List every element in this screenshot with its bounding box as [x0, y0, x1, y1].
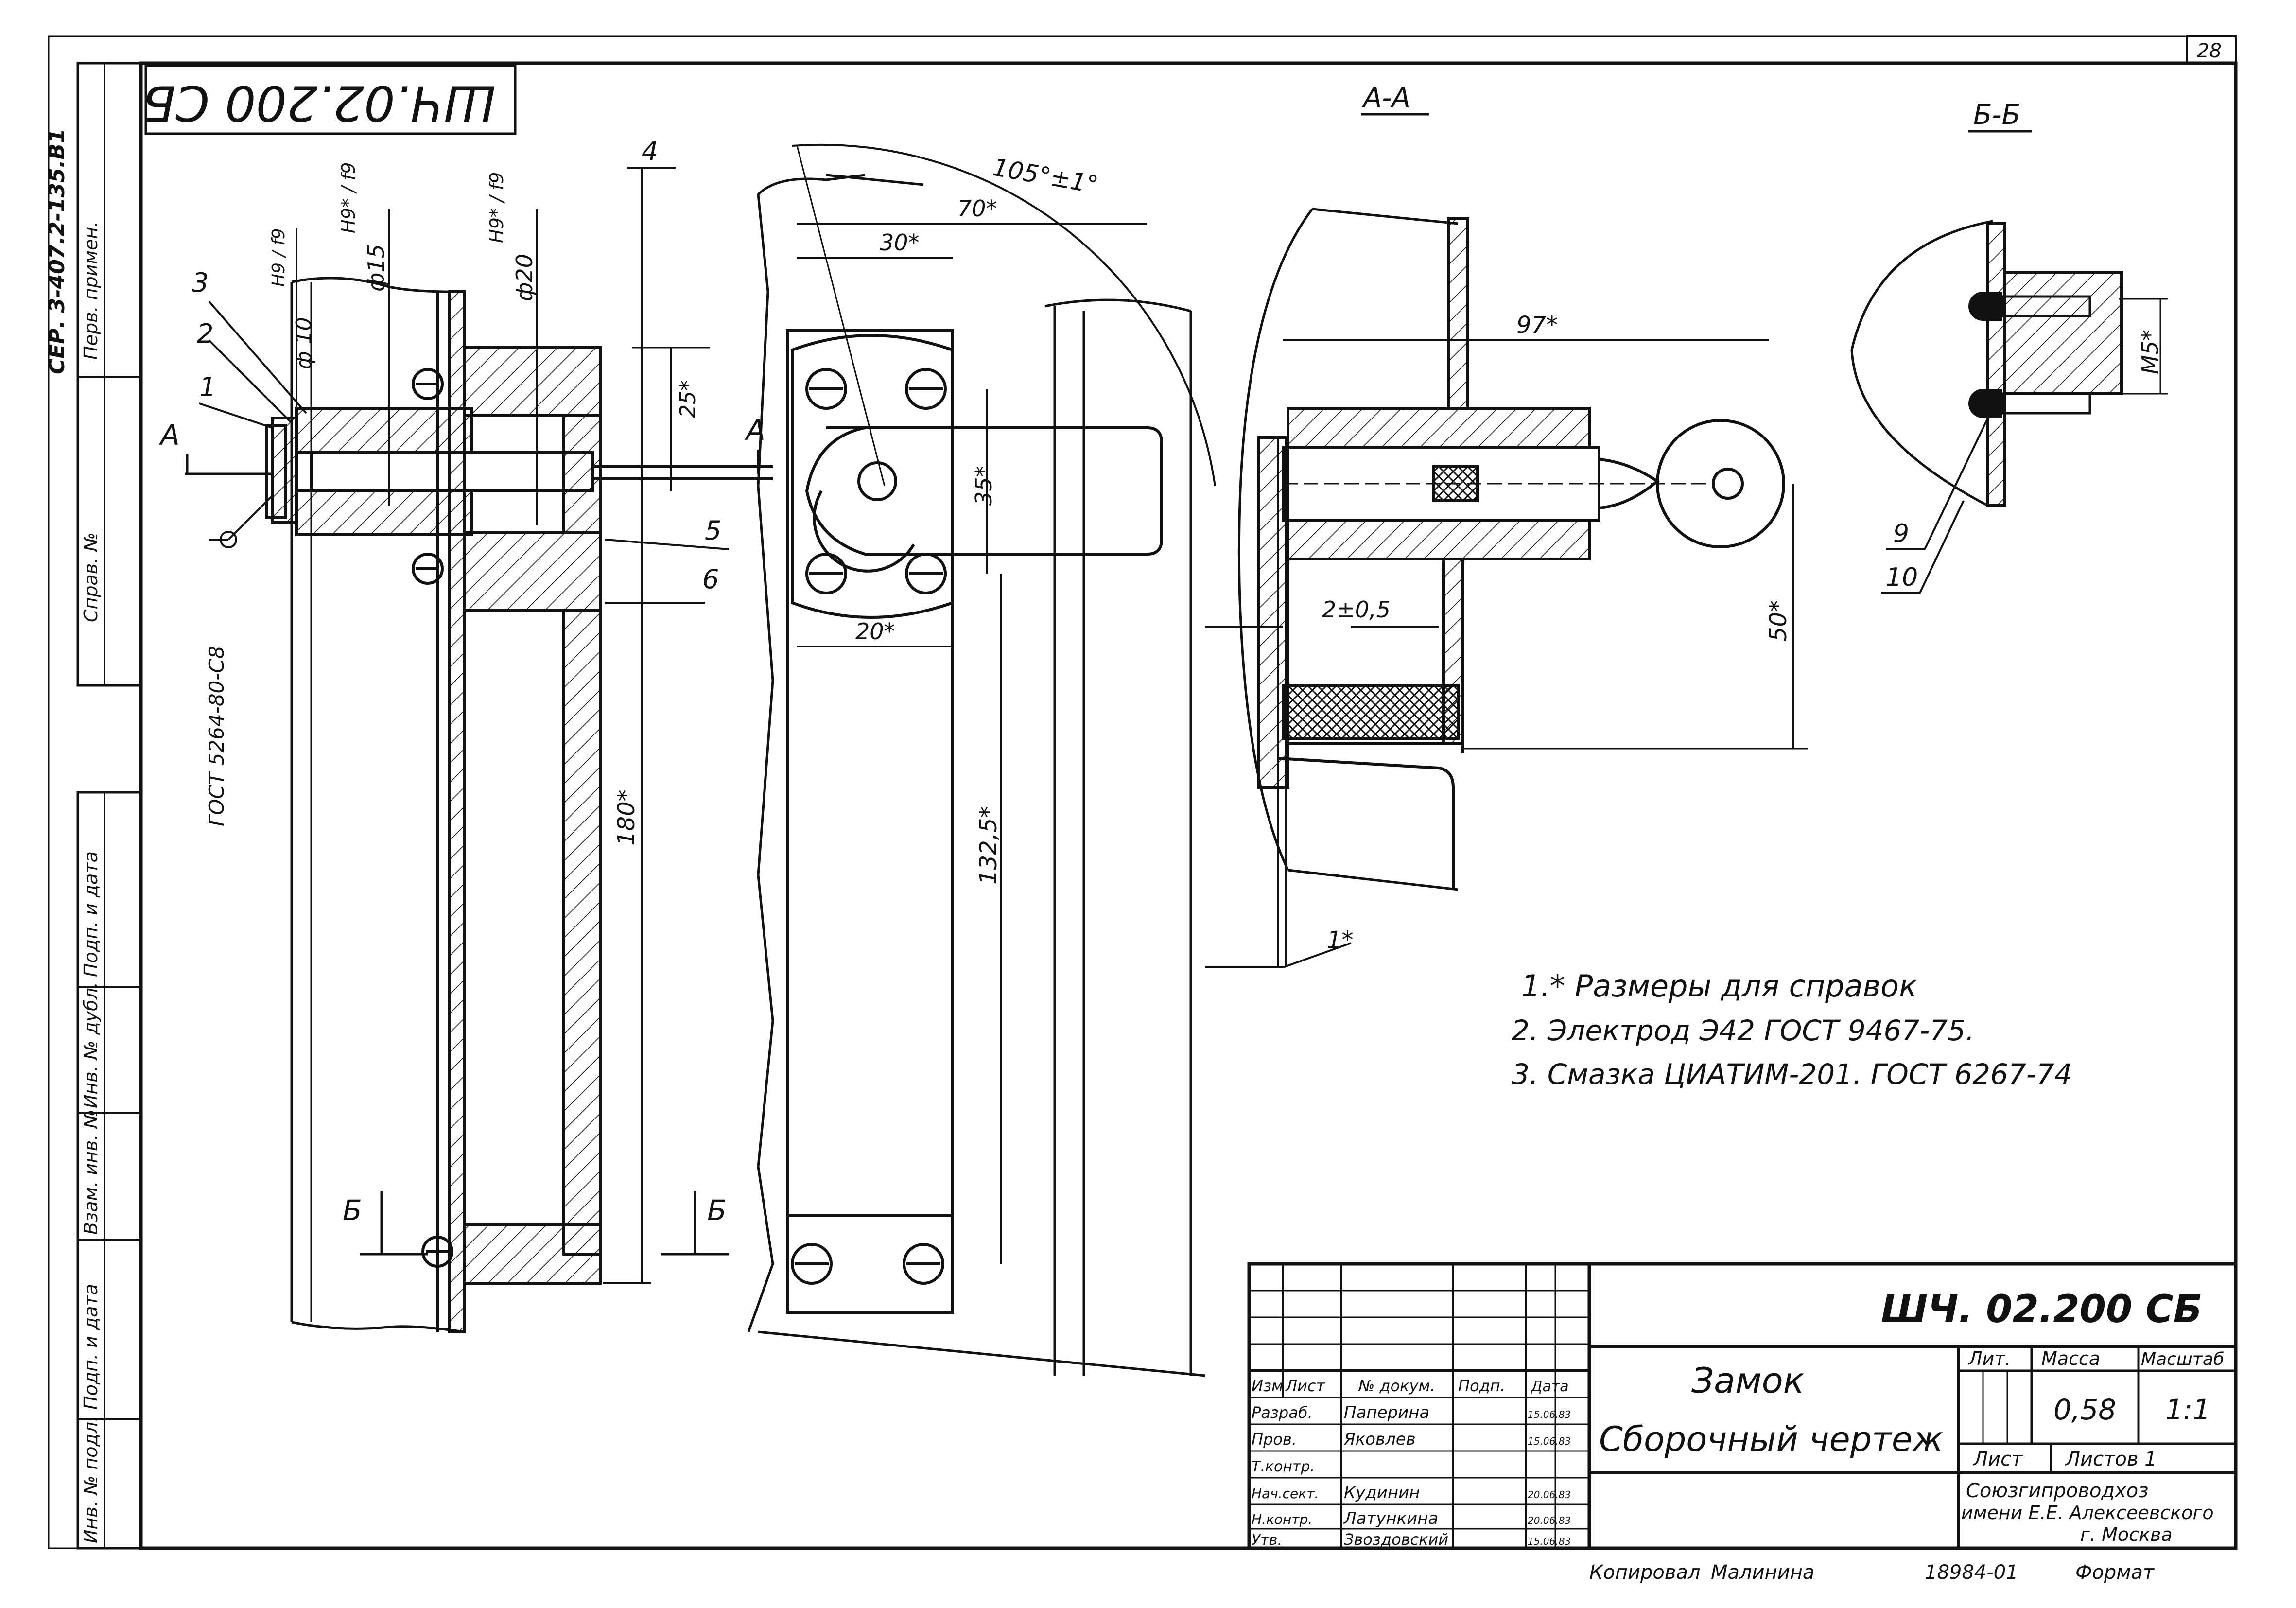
dim-1: 1*	[1327, 926, 1354, 954]
dim-30: 30*	[880, 229, 920, 256]
corner-number: 28	[2197, 40, 2222, 62]
tb-date-utv: 15.06.83	[1528, 1536, 1571, 1547]
tb-name-line2: Сборочный чертеж	[1599, 1419, 1943, 1459]
tb-date-nachsekt: 20.06.83	[1528, 1489, 1571, 1501]
dim-phi15-fit: H9* / f9	[338, 162, 359, 233]
dim-35: 35*	[971, 466, 997, 506]
tb-name-nkontr: Латункина	[1343, 1509, 1438, 1528]
footer-order-no: 18984-01	[1925, 1561, 2018, 1584]
tb-name-utv: Звоздовский	[1344, 1530, 1448, 1549]
dim-97: 97*	[1516, 312, 1558, 339]
dim-25: 25*	[676, 380, 700, 418]
dim-m5: М5*	[2137, 330, 2163, 374]
view-front	[747, 143, 1216, 1377]
tb-sheet-label: Лист	[1972, 1448, 2023, 1470]
tb-role-prov: Пров.	[1252, 1430, 1297, 1449]
tb-name-nachsekt: Кудинин	[1344, 1483, 1420, 1503]
dim-phi15: ф15	[363, 244, 389, 292]
left-strip: СЕР. 3-407.2-135.В1 Перв. примен. Справ.…	[45, 62, 142, 1550]
footer-copied: Копировал	[1589, 1561, 1701, 1584]
tb-masshtab: Масштаб	[2141, 1349, 2224, 1369]
tb-massa-val: 0,58	[2053, 1393, 2116, 1426]
callout-6: 6	[702, 564, 719, 594]
strip-inv-dubl: Инв. № дубл.	[80, 982, 102, 1108]
tb-masshtab-val: 1:1	[2165, 1393, 2210, 1426]
dim-132: 132,5*	[975, 806, 1002, 885]
dim-phi20: ф20	[511, 254, 538, 301]
dim-70: 70*	[957, 195, 997, 222]
strip-sprav-no: Справ. №	[80, 532, 102, 622]
callout-10: 10	[1886, 563, 1918, 592]
dim-phi10: ф 10	[292, 317, 316, 369]
footer-format: Формат	[2075, 1561, 2155, 1584]
tb-name-prov: Яковлев	[1343, 1430, 1416, 1449]
section-aa-label: А-А	[1362, 82, 1410, 114]
callout-2: 2	[197, 318, 213, 349]
dim-50: 50*	[1765, 600, 1792, 642]
tb-date-razrab: 15.06.83	[1528, 1409, 1571, 1420]
strip-vzam-inv: Взам. инв. №	[80, 1109, 102, 1235]
series-code: СЕР. 3-407.2-135.В1	[45, 128, 70, 374]
strip-podp-data-top: Подп. и дата	[80, 851, 102, 977]
tb-org-line2: имени Е.Е. Алексеевского	[1961, 1502, 2214, 1523]
rotated-stamp-box	[144, 64, 517, 135]
cut-b-left: Б	[343, 1194, 362, 1227]
gost-rivet: ГОСТ 5264-80-С8	[205, 646, 228, 826]
dim-105: 105°±1°	[991, 153, 1100, 199]
tb-date-prov: 15.06.83	[1528, 1435, 1571, 1447]
dim-phi20-fit: H9* / f9	[486, 172, 507, 243]
callout-9: 9	[1893, 519, 1909, 548]
tb-hdr-data: Дата	[1530, 1378, 1569, 1395]
tb-role-razrab: Разраб.	[1252, 1403, 1313, 1422]
tb-role-nachsekt: Нач.сект.	[1252, 1486, 1319, 1502]
strip-perv-primen: Перв. примен.	[80, 221, 102, 360]
tb-hdr-list: Лист	[1285, 1377, 1325, 1395]
footer-copier: Малинина	[1711, 1561, 1814, 1584]
cut-a-left: А	[158, 419, 180, 452]
tb-hdr-podp: Подп.	[1458, 1377, 1505, 1395]
rotated-stamp-code: ШЧ.02.200 СБ	[142, 75, 496, 132]
note-1: 1.* Размеры для справок	[1521, 968, 1917, 1004]
note-2: 2. Электрод Э42 ГОСТ 9467-75.	[1512, 1014, 1975, 1047]
tb-sheets-label: Листов 1	[2065, 1448, 2157, 1470]
callout-1: 1	[199, 372, 216, 402]
cut-b-right: Б	[707, 1194, 727, 1227]
tb-name-razrab: Паперина	[1344, 1403, 1429, 1422]
dim-180: 180*	[613, 789, 640, 846]
callout-4: 4	[642, 136, 658, 167]
corner-number-box	[2186, 35, 2237, 64]
tb-org-line3: г. Москва	[2080, 1524, 2173, 1545]
dim-20: 20*	[855, 618, 895, 645]
view-section-bb	[1850, 130, 2168, 594]
tb-role-tkontr: Т.контр.	[1252, 1458, 1315, 1475]
title-block	[1247, 1262, 2238, 1550]
view-section-aa	[1205, 113, 1808, 968]
tb-org-line1: Союзгипроводхоз	[1966, 1480, 2149, 1502]
tb-hdr-izm: Изм	[1252, 1377, 1283, 1395]
note-3: 3. Смазка ЦИАТИМ-201. ГОСТ 6267-74	[1512, 1058, 2072, 1091]
tb-lit: Лит.	[1967, 1348, 2011, 1369]
strip-podp-data-bottom: Подп. и дата	[80, 1284, 102, 1410]
tb-role-utv: Утв.	[1252, 1532, 1282, 1549]
tb-hdr-ndok: № докум.	[1357, 1377, 1435, 1395]
view-side-section	[185, 167, 773, 1333]
callout-3: 3	[192, 267, 209, 298]
tb-doc-code: ШЧ. 02.200 СБ	[1881, 1288, 2202, 1331]
section-bb-label: Б-Б	[1973, 99, 2020, 131]
tb-date-nkontr: 20.06.83	[1528, 1515, 1571, 1526]
strip-inv-podl: Инв. № подл.	[80, 1416, 102, 1543]
callout-5: 5	[705, 515, 721, 546]
dim-phi10-fit: H9 / f9	[269, 228, 289, 287]
tb-name-line1: Замок	[1691, 1360, 1804, 1401]
tb-role-nkontr: Н.контр.	[1252, 1511, 1312, 1527]
dim-2: 2±0,5	[1322, 596, 1391, 623]
tb-massa: Масса	[2041, 1348, 2100, 1369]
